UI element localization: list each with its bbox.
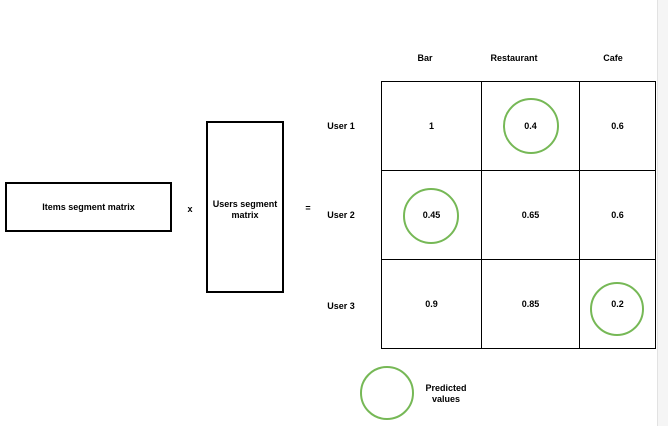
window-edge xyxy=(657,0,668,426)
row-header-user-1: User 1 xyxy=(327,121,355,131)
row-header-user-2: User 2 xyxy=(327,210,355,220)
legend-predicted-label: Predicted values xyxy=(425,383,467,404)
cell-user2-bar: 0.45 xyxy=(382,171,482,260)
legend-predicted-circle xyxy=(360,366,414,420)
predicted-value-circle xyxy=(590,282,644,336)
cell-user1-restaurant: 0.4 xyxy=(482,82,580,171)
column-header-cafe: Cafe xyxy=(603,53,623,63)
equals-symbol: = xyxy=(305,203,311,213)
cell-user1-cafe: 0.6 xyxy=(580,82,655,171)
items-segment-matrix-box: Items segment matrix xyxy=(5,182,172,232)
rating-matrix: 1 0.4 0.6 0.45 0.65 0.6 0.9 0.85 0.2 xyxy=(381,81,656,349)
cell-user3-restaurant: 0.85 xyxy=(482,260,580,348)
column-header-bar: Bar xyxy=(417,53,433,63)
cell-user3-cafe: 0.2 xyxy=(580,260,655,348)
row-header-user-3: User 3 xyxy=(327,301,355,311)
cell-user1-bar: 1 xyxy=(382,82,482,171)
cell-user2-cafe: 0.6 xyxy=(580,171,655,260)
predicted-value-circle xyxy=(403,188,459,244)
predicted-value-circle xyxy=(503,98,559,154)
users-segment-matrix-box: Users segment matrix xyxy=(206,121,284,293)
items-segment-matrix-label: Items segment matrix xyxy=(42,201,135,212)
column-header-restaurant: Restaurant xyxy=(490,53,538,63)
users-segment-matrix-label: Users segment matrix xyxy=(212,199,278,220)
cell-user3-bar: 0.9 xyxy=(382,260,482,348)
multiply-symbol: x xyxy=(187,204,193,214)
cell-user2-restaurant: 0.65 xyxy=(482,171,580,260)
